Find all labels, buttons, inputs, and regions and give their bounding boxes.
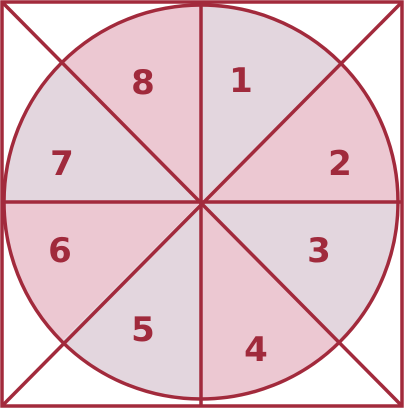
sector-6 (4, 202, 201, 342)
sector-label-8: 8 (131, 63, 155, 103)
sector-label-7: 7 (50, 144, 74, 184)
sector-7 (4, 62, 201, 202)
sector-label-5: 5 (131, 310, 155, 350)
sector-label-6: 6 (48, 231, 72, 271)
sector-4 (201, 202, 341, 399)
sector-layer (4, 5, 398, 399)
sector-label-1: 1 (229, 61, 253, 101)
sector-label-2: 2 (328, 144, 352, 184)
sector-8 (61, 5, 201, 202)
sector-5 (61, 202, 201, 399)
label-layer: 1 2 3 4 5 6 7 8 (48, 61, 352, 370)
sector-3 (201, 202, 398, 342)
sector-1 (201, 5, 341, 202)
sector-label-3: 3 (307, 231, 331, 271)
sector-label-4: 4 (244, 330, 268, 370)
sector-2 (201, 62, 398, 202)
